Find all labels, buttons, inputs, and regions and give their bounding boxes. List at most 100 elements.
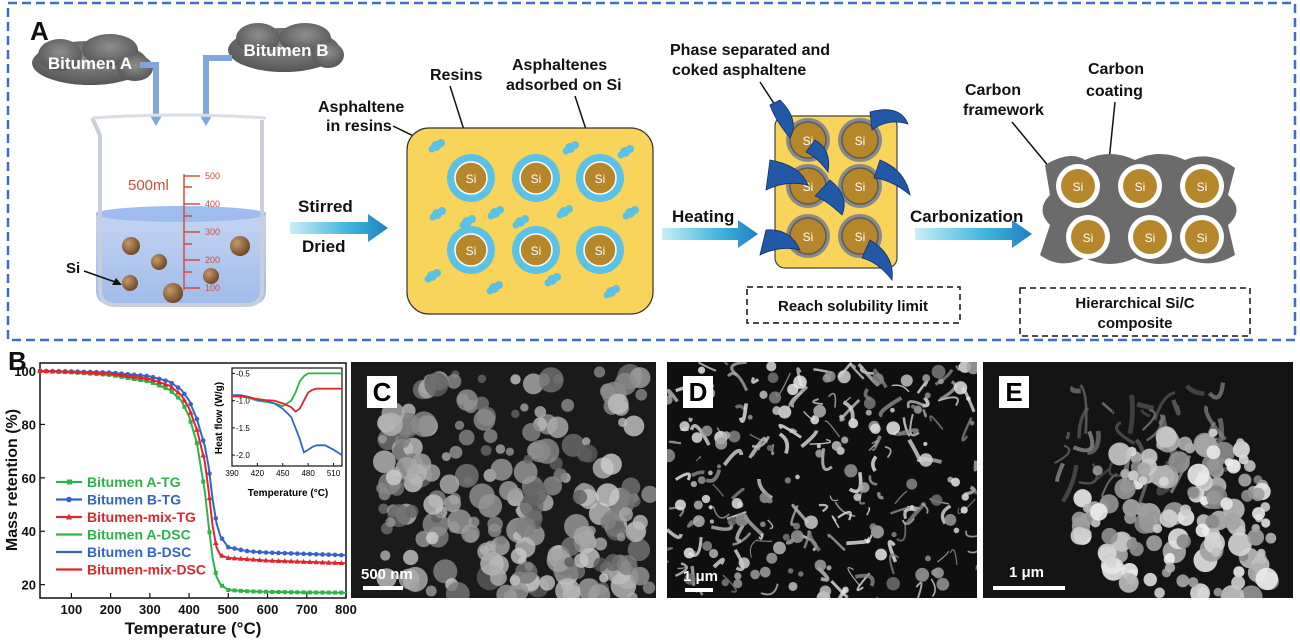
dsc-ytick-1: -1.0 xyxy=(236,397,250,406)
tg-point-0 xyxy=(176,395,181,400)
panel-c-scale-label: 500 nm xyxy=(361,566,413,583)
asphaltene-in-resins-label-1: Asphaltene xyxy=(318,99,404,116)
panel-d-scale-bar xyxy=(685,588,713,592)
tg-point-0 xyxy=(157,383,162,388)
carbon-si-5 xyxy=(1185,220,1219,254)
tg-point-1 xyxy=(307,551,313,557)
tg-point-1 xyxy=(269,550,275,556)
tg-point-1 xyxy=(175,385,181,390)
tg-point-2 xyxy=(37,368,43,374)
tg-point-1 xyxy=(326,552,332,557)
dsc-xtick-0: 390 xyxy=(225,469,239,478)
carbon-framework-label-2: framework xyxy=(963,102,1044,119)
arrow-stir xyxy=(290,214,388,242)
tg-point-0 xyxy=(289,590,294,595)
phase-si-label-0: Si xyxy=(803,134,814,148)
resin-si-label-5: Si xyxy=(595,244,606,258)
solubility-box xyxy=(746,286,961,324)
dsc-inset-frame xyxy=(231,367,343,467)
tg-point-0 xyxy=(276,590,281,595)
resin-si-label-0: Si xyxy=(466,172,477,186)
tg-point-0 xyxy=(301,590,306,595)
tg-line-2 xyxy=(39,370,347,565)
si-label: Si xyxy=(66,260,80,277)
arrow-heating xyxy=(662,220,758,248)
tg-point-1 xyxy=(200,438,206,443)
tg-ytick-1: 40 xyxy=(22,524,36,539)
step-carbonization-label: Carbonization xyxy=(910,207,1023,226)
tg-point-0 xyxy=(188,419,193,424)
tg-point-1 xyxy=(182,391,187,397)
tg-point-1 xyxy=(313,551,319,557)
tg-point-2 xyxy=(212,539,219,545)
tg-point-1 xyxy=(156,376,162,382)
tg-ytick-2: 60 xyxy=(22,471,36,486)
tg-point-0 xyxy=(201,479,206,484)
beaker-tick-400: 400 xyxy=(205,199,220,209)
tg-xtick-2: 300 xyxy=(139,602,161,617)
cloud-b-label: Bitumen B xyxy=(244,41,329,60)
tg-point-2 xyxy=(206,495,213,501)
tg-xtick-5: 600 xyxy=(257,602,279,617)
tg-point-2 xyxy=(263,557,269,563)
panel-e-sem-image: E 1 μm xyxy=(983,362,1293,598)
tg-point-2 xyxy=(338,560,345,566)
tg-point-2 xyxy=(150,377,156,383)
tg-point-2 xyxy=(187,409,194,415)
resin-si-label-2: Si xyxy=(595,172,606,186)
tg-point-0 xyxy=(263,589,268,594)
dsc-xtick-3: 480 xyxy=(301,469,315,478)
tg-point-1 xyxy=(338,552,344,558)
tg-point-0 xyxy=(150,380,155,385)
tg-ytick-4: 100 xyxy=(14,364,36,379)
pour-arrows xyxy=(140,55,232,118)
tg-legend-entry-0: Bitumen A-TG xyxy=(87,474,181,490)
tg-point-2 xyxy=(62,368,68,374)
dsc-line-0 xyxy=(232,372,342,408)
tg-point-2 xyxy=(282,558,288,564)
tg-point-2 xyxy=(307,559,313,565)
tg-legend-entry-2: Bitumen-mix-TG xyxy=(87,509,196,525)
beaker-tick-500: 500 xyxy=(205,171,220,181)
tg-point-0 xyxy=(282,590,287,595)
tg-point-1 xyxy=(288,551,294,556)
tg-point-0 xyxy=(326,590,331,595)
tg-legend-entry-4: Bitumen B-DSC xyxy=(87,544,191,560)
resins-label: Resins xyxy=(430,67,483,84)
tg-point-1 xyxy=(276,550,281,556)
dsc-xlabel: Temperature (°C) xyxy=(248,488,329,499)
tg-point-2 xyxy=(118,372,125,378)
carbon-si-2 xyxy=(1185,169,1219,203)
tg-point-2 xyxy=(332,559,338,565)
phase-si-label-4: Si xyxy=(803,230,814,244)
tg-line-0 xyxy=(39,370,347,594)
resin-si-label-1: Si xyxy=(531,172,542,186)
dsc-xtick-2: 450 xyxy=(276,469,290,478)
tg-ytick-3: 80 xyxy=(22,417,36,432)
phase-separated-label-1: Phase separated and xyxy=(670,42,830,59)
tg-point-2 xyxy=(219,552,225,558)
tg-point-2 xyxy=(43,368,50,374)
tg-point-1 xyxy=(213,516,219,521)
resin-si-label-4: Si xyxy=(531,244,542,258)
tg-point-0 xyxy=(333,590,338,595)
carbon-si-label-4: Si xyxy=(1145,231,1156,245)
tg-point-2 xyxy=(74,369,81,375)
tg-point-2 xyxy=(125,373,131,379)
beaker-tick-300: 300 xyxy=(205,227,220,237)
panel-b-letter: B xyxy=(8,346,27,376)
tg-point-2 xyxy=(156,379,163,385)
tg-point-1 xyxy=(238,547,244,553)
carbon-si-4 xyxy=(1133,220,1167,254)
phase-si-label-1: Si xyxy=(855,134,866,148)
composite-box xyxy=(1019,287,1251,337)
tg-xtick-3: 400 xyxy=(178,602,200,617)
tg-point-2 xyxy=(231,555,238,561)
tg-point-1 xyxy=(332,552,338,558)
dsc-ylabel: Heat flow (W/g) xyxy=(214,382,225,454)
tg-point-0 xyxy=(238,588,243,593)
